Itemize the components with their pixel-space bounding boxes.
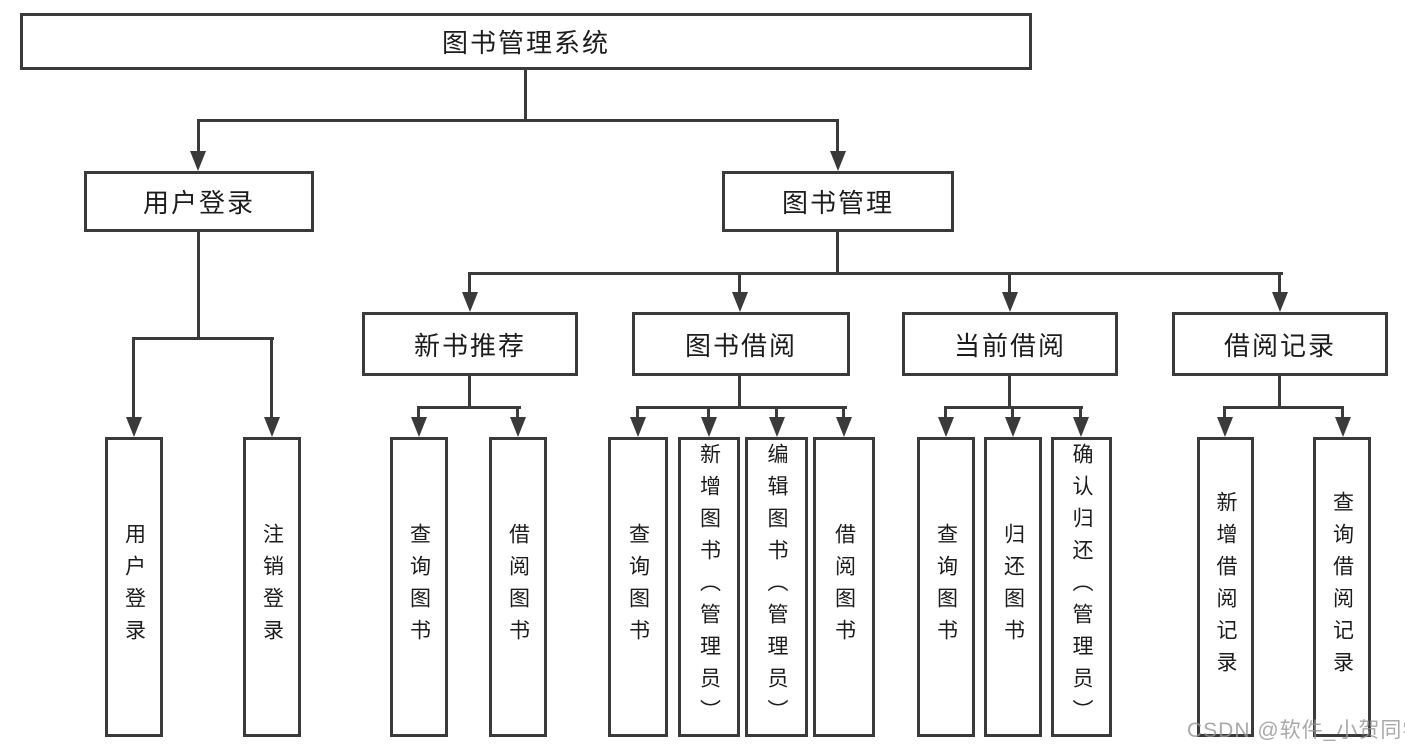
arrowhead-icon [190, 151, 206, 171]
connector-shaft [1341, 406, 1344, 420]
arrowhead-icon [701, 417, 717, 437]
node-label: 图书管理 [781, 188, 894, 218]
node-label: 图书管理系统 [441, 28, 610, 58]
arrowhead-icon [830, 151, 846, 171]
connector-shaft [1011, 406, 1014, 420]
leaf-label: 查询图书 [626, 523, 650, 651]
leaf-label: 查询借阅记录 [1330, 491, 1354, 683]
leaf-query-book-recommend: 查询图书 [390, 437, 448, 737]
connector-trunk [738, 376, 741, 409]
connector-trunk [1008, 376, 1011, 409]
leaf-label: 注销登录 [260, 523, 284, 651]
connector-root-trunk [524, 70, 527, 122]
connector-shaft [707, 406, 710, 420]
node-new-book-recommend: 新书推荐 [362, 312, 578, 376]
connector-shaft [775, 406, 778, 420]
connector-shaft [516, 406, 519, 420]
leaf-label: 新增借阅记录 [1214, 491, 1237, 683]
leaf-borrow-book: 借阅图书 [813, 437, 875, 737]
arrowhead-icon [1272, 292, 1288, 312]
connector-shaft [197, 119, 200, 153]
connector-split [417, 406, 521, 409]
node-book-management: 图书管理 [722, 171, 954, 232]
leaf-label: 查询图书 [407, 523, 431, 651]
node-label: 新书推荐 [413, 330, 526, 361]
arrowhead-icon [411, 417, 427, 437]
node-library-management-system: 图书管理系统 [20, 13, 1032, 70]
arrowhead-icon [836, 417, 852, 437]
arrowhead-icon [1073, 417, 1089, 437]
connector-shaft [738, 272, 741, 294]
node-label: 借阅记录 [1223, 330, 1336, 361]
connector-book-mgmt-trunk [836, 232, 839, 275]
node-borrow-record: 借阅记录 [1172, 312, 1388, 376]
connector-split [1223, 406, 1344, 409]
arrowhead-icon [938, 417, 954, 437]
connector-trunk [468, 376, 471, 409]
arrowhead-icon [1335, 417, 1351, 437]
connector-shaft [1008, 272, 1011, 294]
leaf-borrow-book-recommend: 借阅图书 [489, 437, 547, 737]
node-user-login: 用户登录 [84, 171, 314, 232]
connector-trunk [1278, 376, 1281, 409]
connector-level2-split [197, 119, 839, 122]
leaf-edit-book-admin: 编辑图书（管理员） [745, 437, 808, 737]
connector-shaft [417, 406, 420, 420]
node-label: 当前借阅 [953, 330, 1066, 361]
node-label: 图书借阅 [684, 330, 797, 361]
connector-user-login-split [132, 337, 274, 340]
leaf-logout-login: 注销登录 [243, 437, 301, 737]
csdn-watermark: CSDN @软件_小贺同学 [1187, 719, 1405, 742]
leaf-add-borrow-record: 新增借阅记录 [1197, 437, 1254, 737]
arrowhead-icon [1002, 292, 1018, 312]
connector-shaft [468, 272, 471, 294]
leaf-label: 新增图书（管理员） [697, 443, 721, 731]
leaf-confirm-return-admin: 确认归还（管理员） [1051, 437, 1112, 737]
connector-level3-split [468, 272, 1283, 275]
leaf-label: 归还图书 [1001, 523, 1025, 651]
leaf-query-borrow-record: 查询借阅记录 [1313, 437, 1371, 737]
arrowhead-icon [732, 292, 748, 312]
arrowhead-icon [630, 417, 646, 437]
connector-shaft [1223, 406, 1226, 420]
arrowhead-icon [264, 417, 280, 437]
leaf-label: 编辑图书（管理员） [765, 443, 788, 731]
leaf-label: 用户登录 [122, 523, 146, 651]
node-current-borrow: 当前借阅 [902, 312, 1118, 376]
leaf-add-book-admin: 新增图书（管理员） [678, 437, 740, 737]
leaf-user-login: 用户登录 [105, 437, 163, 737]
leaf-label: 借阅图书 [832, 523, 856, 651]
node-book-borrow: 图书借阅 [632, 312, 850, 376]
arrowhead-icon [1005, 417, 1021, 437]
connector-shaft [1278, 272, 1281, 294]
arrowhead-icon [769, 417, 785, 437]
connector-shaft [944, 406, 947, 420]
connector-shaft [836, 119, 839, 153]
arrowhead-icon [462, 292, 478, 312]
connector-shaft [636, 406, 639, 420]
leaf-label: 确认归还（管理员） [1070, 443, 1093, 731]
connector-shaft [842, 406, 845, 420]
arrowhead-icon [510, 417, 526, 437]
connector-shaft [1079, 406, 1082, 420]
leaf-query-book-current: 查询图书 [917, 437, 975, 737]
leaf-return-book: 归还图书 [984, 437, 1042, 737]
leaf-label: 借阅图书 [506, 523, 530, 651]
connector-shaft [270, 337, 273, 419]
leaf-label: 查询图书 [934, 523, 958, 651]
connector-user-login-trunk [197, 232, 200, 340]
connector-shaft [132, 337, 135, 419]
arrowhead-icon [1217, 417, 1233, 437]
connector-split [636, 406, 847, 409]
arrowhead-icon [126, 417, 142, 437]
leaf-query-book-borrow: 查询图书 [608, 437, 668, 737]
node-label: 用户登录 [142, 188, 255, 218]
